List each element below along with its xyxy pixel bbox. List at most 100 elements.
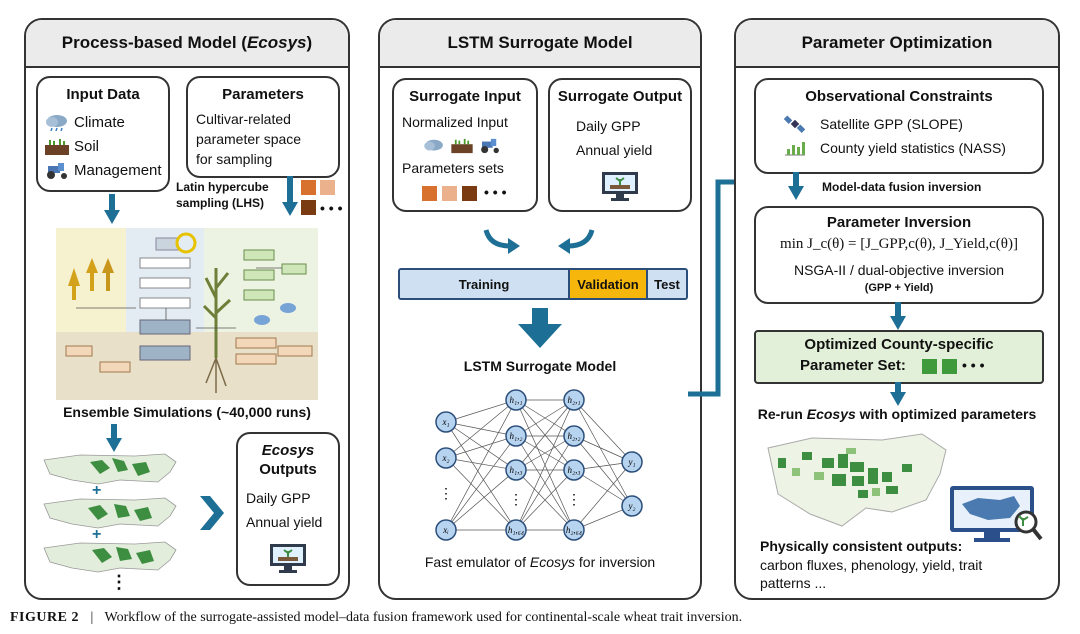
inversion-title: Parameter Inversion: [826, 214, 972, 231]
input-soil: Soil: [74, 138, 100, 155]
split-training: Training: [400, 270, 570, 298]
svg-text:⋮: ⋮: [509, 491, 523, 507]
obs-down-arrow: [788, 172, 804, 200]
outputs-title-model: Ecosys: [261, 442, 315, 459]
soil-icon: [451, 138, 473, 154]
optimized-line1: Optimized County-specific: [804, 336, 994, 353]
svg-text:h₁,₁: h₁,₁: [509, 395, 522, 405]
ensemble-map-1: [43, 453, 177, 485]
svg-text:h₂,₃: h₂,₃: [567, 465, 580, 475]
surrogate-input-box: Surrogate Input Normalized Input Paramet…: [392, 78, 538, 212]
parameters-box: Parameters Cultivar-related parameter sp…: [186, 76, 340, 178]
lhs-label-2: sampling (LHS): [176, 196, 265, 210]
final-outputs-title: Physically consistent outputs:: [760, 538, 963, 554]
rerun-label: Re-run Ecosys with optimized parameters: [736, 406, 1058, 422]
optimized-down-arrow: [890, 382, 906, 406]
outputs-annual-yield: Annual yield: [246, 514, 323, 530]
final-outputs-line1: carbon fluxes, phenology, yield, trait: [760, 557, 983, 573]
param-swatch-2: [320, 180, 335, 195]
input-climate: Climate: [74, 114, 125, 131]
ecosys-outputs-box: Ecosys Outputs Daily GPP Annual yield: [236, 432, 340, 586]
panel1-title-prefix: Process-based Model (: [61, 33, 247, 52]
lhs-dots: • • •: [320, 200, 343, 216]
inversion-objectives: (GPP + Yield): [864, 282, 934, 294]
param-swatch-2: [442, 186, 457, 201]
inversion-method: NSGA-II / dual-objective inversion: [793, 262, 1005, 278]
optimized-swatch-2: [942, 359, 957, 374]
outputs-title-word: Outputs: [259, 461, 317, 478]
figure-text: Workflow of the surrogate-assisted model…: [104, 610, 743, 625]
panel1-title-model: Ecosys: [246, 33, 307, 52]
surrogate-output-gpp: Daily GPP: [576, 118, 641, 134]
svg-text:x₁: x₁: [441, 417, 449, 427]
optimized-swatch-1: [922, 359, 937, 374]
to-network-down-arrow: [518, 308, 562, 348]
input-down-arrow: [104, 194, 120, 224]
optimized-parameter-box: Optimized County-specific Parameter Set:…: [754, 330, 1044, 384]
split-test-label: Test: [654, 276, 680, 292]
svg-text:xᵢ: xᵢ: [442, 525, 449, 535]
parameters-title: Parameters: [222, 86, 304, 103]
figure-label: FIGURE 2: [10, 610, 79, 625]
parameters-desc-2: parameter space: [196, 131, 302, 147]
observational-constraints-box: Observational Constraints Satellite GPP …: [754, 78, 1044, 174]
fusion-label: Model-data fusion inversion: [822, 180, 982, 194]
network-title: LSTM Surrogate Model: [463, 358, 617, 374]
surrogate-output-yield: Annual yield: [576, 142, 653, 158]
ensemble-map-2: [43, 497, 177, 529]
optimized-us-map: [767, 433, 947, 527]
rerun-suffix: with optimized parameters: [855, 406, 1037, 422]
figure-sep: |: [90, 610, 94, 625]
obs-satellite-gpp: Satellite GPP (SLOPE): [820, 116, 963, 132]
svg-text:h₂,₆₄: h₂,₆₄: [566, 525, 582, 535]
param-swatch-1: [301, 180, 316, 195]
lhs-down-arrow: [282, 176, 298, 216]
network-caption: Fast emulator of Ecosys for inversion: [380, 554, 700, 570]
ensemble-vdots: ⋮: [110, 572, 128, 592]
final-outputs-line2: patterns ...: [760, 575, 827, 591]
surrogate-input-params: Parameters sets: [402, 160, 504, 176]
surrogate-output-box: Surrogate Output Daily GPP Annual yield: [548, 78, 692, 212]
svg-text:h₂,₁: h₂,₁: [567, 395, 580, 405]
rerun-model: Ecosys: [806, 406, 856, 422]
inversion-down-arrow: [890, 302, 906, 330]
input-data-box: Input Data Climate Soil Management: [36, 76, 170, 192]
ecosys-schematic-image: [56, 228, 318, 400]
observational-title: Observational Constraints: [805, 88, 993, 105]
input-data-title: Input Data: [66, 86, 140, 103]
tractor-icon: [481, 138, 499, 154]
svg-text:y₁: y₁: [627, 457, 635, 467]
process-based-model-panel: Process-based Model (Ecosys) Input Data …: [24, 18, 350, 600]
caption-prefix: Fast emulator of: [424, 554, 530, 570]
plus-sign-2: +: [92, 526, 102, 543]
parameters-desc-3: for sampling: [196, 151, 273, 167]
svg-text:h₁,₂: h₁,₂: [509, 431, 522, 441]
obs-county-yield: County yield statistics (NASS): [820, 140, 1006, 156]
analysis-monitor-icon: [950, 486, 1043, 542]
ensemble-down-arrow: [106, 424, 122, 452]
parameter-optimization-panel: Parameter Optimization Observational Con…: [734, 18, 1060, 600]
svg-text:⋮: ⋮: [439, 485, 453, 501]
surrogate-input-dots: • • •: [484, 184, 507, 200]
caption-model: Ecosys: [529, 554, 575, 570]
monitor-icon: [270, 544, 306, 573]
svg-text:y₂: y₂: [627, 501, 635, 511]
optimized-dots: • • •: [962, 357, 985, 373]
param-swatch-3: [462, 186, 477, 201]
split-validation-label: Validation: [577, 276, 639, 292]
tractor-icon: [47, 163, 67, 179]
panel1-title-suffix: ): [306, 33, 313, 52]
data-split-bar: Training Validation Test: [398, 268, 688, 300]
input-management: Management: [74, 162, 162, 179]
panel2-header: LSTM Surrogate Model: [380, 20, 700, 68]
lstm-surrogate-panel: LSTM Surrogate Model Surrogate Input Nor…: [378, 18, 702, 600]
outputs-daily-gpp: Daily GPP: [246, 490, 311, 506]
parameters-desc-1: Cultivar-related: [196, 111, 291, 127]
svg-text:h₁,₃: h₁,₃: [509, 465, 522, 475]
climate-icon: [46, 115, 67, 131]
surrogate-input-normalized: Normalized Input: [402, 114, 508, 130]
ensemble-label: Ensemble Simulations (~40,000 runs): [63, 404, 311, 420]
svg-text:h₁,₆₄: h₁,₆₄: [508, 525, 524, 535]
svg-text:h₂,₂: h₂,₂: [567, 431, 580, 441]
